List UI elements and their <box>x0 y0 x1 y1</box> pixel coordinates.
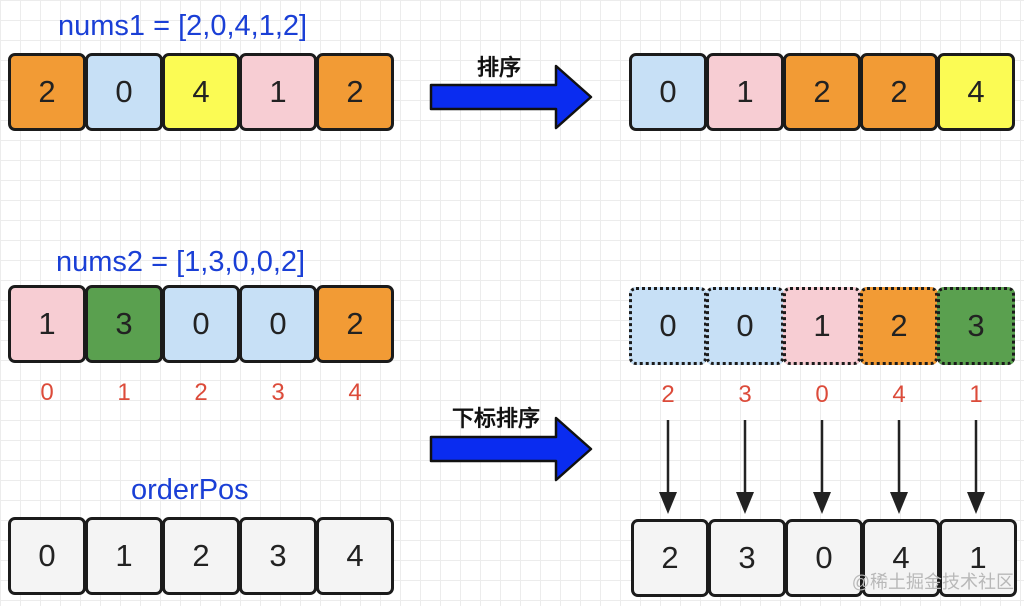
nums1-title: nums1 = [2,0,4,1,2] <box>58 10 308 42</box>
sort-arrow-icon <box>429 64 593 130</box>
nums1-cell: 1 <box>239 53 317 131</box>
sorted-nums2-cell: 0 <box>629 287 707 365</box>
orderpos-cell: 1 <box>85 517 163 595</box>
nums2-index: 4 <box>348 379 362 406</box>
nums2-array: 1 3 0 0 2 <box>8 285 398 363</box>
down-arrow-icon <box>813 420 831 514</box>
nums1-cell: 2 <box>316 53 394 131</box>
orderpos-cell: 4 <box>316 517 394 595</box>
nums2-cell: 0 <box>239 285 317 363</box>
sorted-nums1-cell: 4 <box>937 53 1015 131</box>
sorted-nums2-cell: 3 <box>937 287 1015 365</box>
nums2-index: 1 <box>117 379 131 406</box>
sorted-nums2-index: 0 <box>815 381 829 408</box>
sorted-nums2-index: 2 <box>661 381 675 408</box>
sort-label: 排序 <box>477 55 522 80</box>
orderpos-cell: 0 <box>8 517 86 595</box>
nums1-cell: 2 <box>8 53 86 131</box>
sorted-nums1-cell: 1 <box>706 53 784 131</box>
nums2-index: 0 <box>40 379 54 406</box>
result-cell: 0 <box>785 519 863 597</box>
index-sort-label: 下标排序 <box>452 406 541 431</box>
orderpos-cell: 2 <box>162 517 240 595</box>
nums2-cell: 1 <box>8 285 86 363</box>
sorted-nums2-cell: 2 <box>860 287 938 365</box>
nums2-cell: 0 <box>162 285 240 363</box>
sorted-nums2-index: 3 <box>738 381 752 408</box>
sorted-nums2-cell: 1 <box>783 287 861 365</box>
result-cell: 1 <box>939 519 1017 597</box>
nums2-cell: 2 <box>316 285 394 363</box>
orderpos-title: orderPos <box>131 474 249 506</box>
nums1-array: 2 0 4 1 2 <box>8 53 398 131</box>
down-arrow-icon <box>659 420 677 514</box>
down-arrow-icon <box>967 420 985 514</box>
result-cell: 2 <box>631 519 709 597</box>
orderpos-array: 0 1 2 3 4 <box>8 517 398 595</box>
nums1-cell: 0 <box>85 53 163 131</box>
down-arrow-icon <box>736 420 754 514</box>
result-array: 2 3 0 4 1 <box>631 519 1021 597</box>
sorted-nums2-index: 4 <box>892 381 906 408</box>
index-sort-arrow-icon <box>429 416 593 482</box>
nums2-title: nums2 = [1,3,0,0,2] <box>56 246 306 278</box>
result-cell: 3 <box>708 519 786 597</box>
nums2-index: 3 <box>271 379 285 406</box>
result-cell: 4 <box>862 519 940 597</box>
orderpos-cell: 3 <box>239 517 317 595</box>
sorted-nums1-cell: 2 <box>860 53 938 131</box>
nums1-cell: 4 <box>162 53 240 131</box>
watermark: @稀土掘金技术社区 <box>851 572 1014 592</box>
sorted-nums1-array: 0 1 2 2 4 <box>629 53 1019 131</box>
sorted-nums1-cell: 2 <box>783 53 861 131</box>
down-arrow-icon <box>890 420 908 514</box>
nums2-cell: 3 <box>85 285 163 363</box>
sorted-nums2-index: 1 <box>969 381 983 408</box>
sorted-nums2-array: 0 0 1 2 3 <box>629 287 1019 365</box>
sorted-nums2-cell: 0 <box>706 287 784 365</box>
nums2-index: 2 <box>194 379 208 406</box>
sorted-nums1-cell: 0 <box>629 53 707 131</box>
